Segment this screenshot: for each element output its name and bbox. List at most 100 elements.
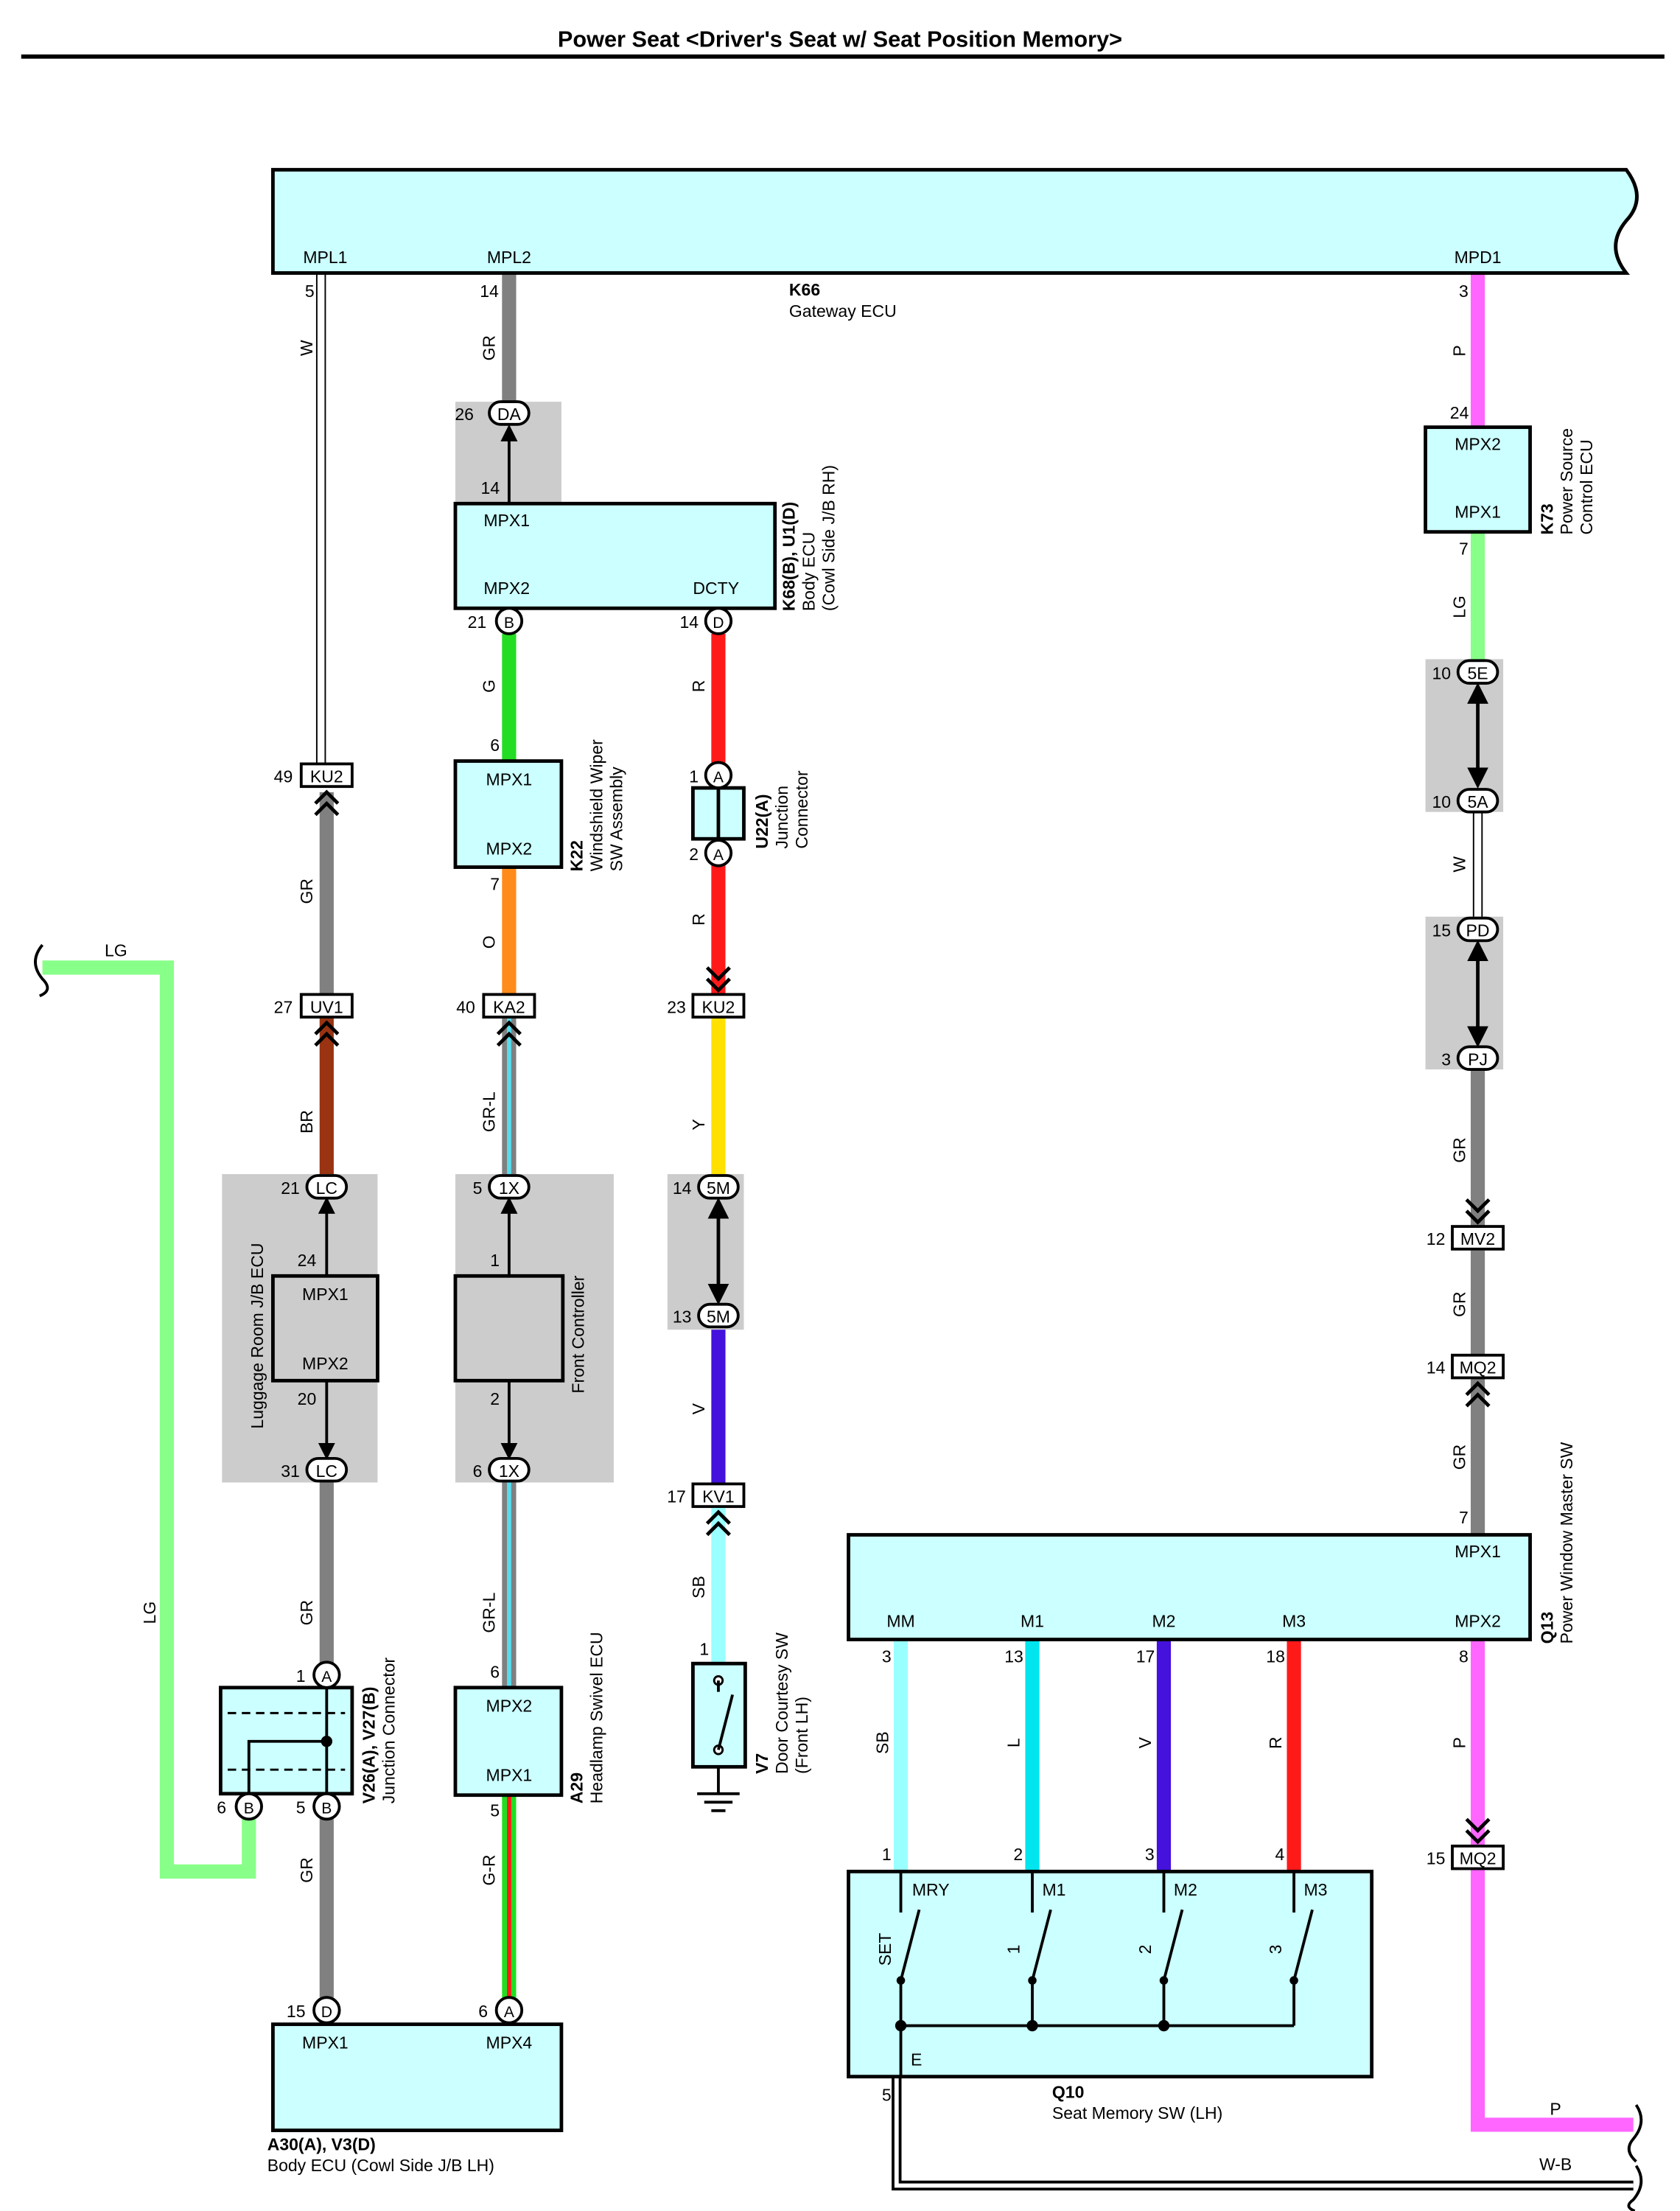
svg-text:B: B [504,615,514,632]
svg-text:MRY: MRY [912,1880,950,1899]
svg-text:MPX1: MPX1 [486,1766,533,1785]
junction-u22: A 1 A 2 U22(A) Junction Connector [689,761,811,867]
connector-pd-pj: PD 15 PJ 3 [1425,916,1504,1071]
svg-text:3: 3 [1441,1049,1451,1069]
svg-text:Connector: Connector [792,770,811,849]
connector-mq2-a: MQ2 14 [1427,1353,1505,1408]
svg-text:5: 5 [473,1178,483,1198]
svg-text:G-R: G-R [480,1854,499,1885]
svg-text:LC: LC [316,1461,337,1481]
svg-text:5M: 5M [707,1178,730,1198]
svg-text:6: 6 [490,736,500,755]
door-courtesy-switch: 1 V7 Door Courtesy SW (Front LH) [691,1632,811,1812]
svg-text:KV1: KV1 [702,1487,735,1506]
svg-text:U22(A): U22(A) [752,794,771,848]
svg-text:MPX2: MPX2 [486,839,533,858]
svg-text:20: 20 [298,1389,317,1408]
svg-text:14: 14 [673,1178,692,1198]
junction-v26: A 1 B 6 B 5 V26(A), V27(B) Junction Conn… [217,1658,398,1821]
svg-text:UV1: UV1 [310,997,343,1016]
svg-text:14: 14 [480,282,499,301]
svg-text:GR: GR [297,1857,316,1883]
svg-text:LC: LC [316,1178,337,1198]
connector-5m: 5M 14 5M 13 [667,1174,744,1330]
svg-text:MPX1: MPX1 [302,2033,349,2052]
svg-text:BR: BR [297,1110,316,1134]
svg-text:5: 5 [296,1798,306,1817]
svg-text:MPD1: MPD1 [1455,248,1502,267]
svg-text:24: 24 [298,1251,317,1270]
svg-text:SW Assembly: SW Assembly [606,766,626,871]
svg-text:M3: M3 [1282,1611,1306,1630]
gateway-code: K66 [789,280,820,299]
svg-text:M2: M2 [1174,1880,1197,1899]
wire-labels: W GR BR GR GR LG LG GR G O GR-L GR-L G-R… [105,335,1572,2173]
svg-text:23: 23 [667,997,686,1016]
svg-text:MPX1: MPX1 [483,511,530,530]
svg-text:5: 5 [490,1800,500,1820]
svg-text:GR: GR [1449,1137,1469,1163]
svg-text:MPL1: MPL1 [303,248,347,267]
svg-text:18: 18 [1266,1646,1285,1666]
svg-text:(Cowl Side J/B RH): (Cowl Side J/B RH) [819,465,838,611]
svg-text:KU2: KU2 [702,997,735,1016]
svg-text:PD: PD [1466,921,1490,940]
wiper-switch: MPX1 MPX2 6 7 K22 Windshield Wiper SW As… [453,736,626,893]
svg-text:Seat Memory SW (LH): Seat Memory SW (LH) [1052,2103,1222,2123]
svg-text:MPX2: MPX2 [1455,1611,1501,1630]
svg-text:E: E [911,2050,922,2069]
svg-text:B: B [321,1800,332,1817]
svg-text:P: P [1449,345,1469,356]
svg-text:1X: 1X [499,1461,519,1481]
seat-memory-switch: 1 2 3 4 MRY M1 M2 M3 SET 1 2 3 E 5 [847,1845,1374,2123]
svg-text:3: 3 [1266,1945,1285,1955]
svg-text:G: G [480,680,499,693]
svg-text:14: 14 [679,612,699,632]
svg-text:R: R [1266,1736,1285,1749]
svg-text:14: 14 [481,478,500,497]
svg-text:Body ECU: Body ECU [799,532,818,611]
svg-text:Q10: Q10 [1052,2082,1085,2101]
svg-text:GR: GR [1449,1445,1469,1470]
svg-text:GR: GR [1449,1291,1469,1317]
svg-text:DA: DA [497,405,522,424]
break-marks [34,943,1643,2211]
svg-text:MQ2: MQ2 [1460,1358,1497,1377]
svg-text:K22: K22 [567,840,587,871]
svg-text:3: 3 [1145,1845,1155,1864]
svg-text:Power Window Master SW: Power Window Master SW [1557,1442,1576,1644]
svg-text:KU2: KU2 [310,766,343,786]
svg-text:2: 2 [689,845,699,864]
svg-text:A: A [713,847,724,864]
svg-text:1: 1 [689,766,699,786]
svg-text:SB: SB [872,1731,892,1754]
svg-text:13: 13 [1004,1646,1023,1666]
svg-text:Door Courtesy SW: Door Courtesy SW [772,1632,791,1774]
svg-text:D: D [321,2004,332,2021]
svg-text:7: 7 [490,874,500,893]
svg-text:MV2: MV2 [1460,1229,1495,1248]
svg-text:MPX1: MPX1 [302,1285,349,1304]
front-controller: 1X 5 1X 6 1 2 Front Controller [453,1174,614,1483]
svg-text:(Front LH): (Front LH) [792,1697,811,1774]
svg-text:6: 6 [490,1662,500,1681]
svg-text:17: 17 [667,1487,686,1506]
svg-text:A: A [504,2004,515,2021]
svg-text:31: 31 [281,1461,300,1481]
svg-text:W: W [1449,856,1469,873]
svg-text:Luggage Room J/B ECU: Luggage Room J/B ECU [248,1243,267,1429]
svg-text:SET: SET [875,1933,895,1966]
svg-text:MPX2: MPX2 [483,579,530,598]
body-ecu-lh: D 15 A 6 MPX1 MPX4 A30(A), V3(D) Body EC… [267,1996,564,2175]
svg-text:2: 2 [1135,1945,1155,1955]
gateway-ecu: MPL1 MPL2 MPD1 5 14 3 K66 Gateway ECU [271,167,1639,321]
svg-text:8: 8 [1459,1646,1469,1666]
svg-text:L: L [1004,1738,1023,1747]
connector-mv2: MV2 12 [1427,1198,1505,1251]
connector-ku2-b: KU2 23 [667,966,746,1019]
svg-text:5A: 5A [1467,792,1488,811]
svg-text:21: 21 [281,1178,300,1198]
svg-text:GR: GR [297,879,316,904]
svg-text:MPX2: MPX2 [1455,434,1501,453]
svg-text:V: V [1135,1736,1155,1748]
